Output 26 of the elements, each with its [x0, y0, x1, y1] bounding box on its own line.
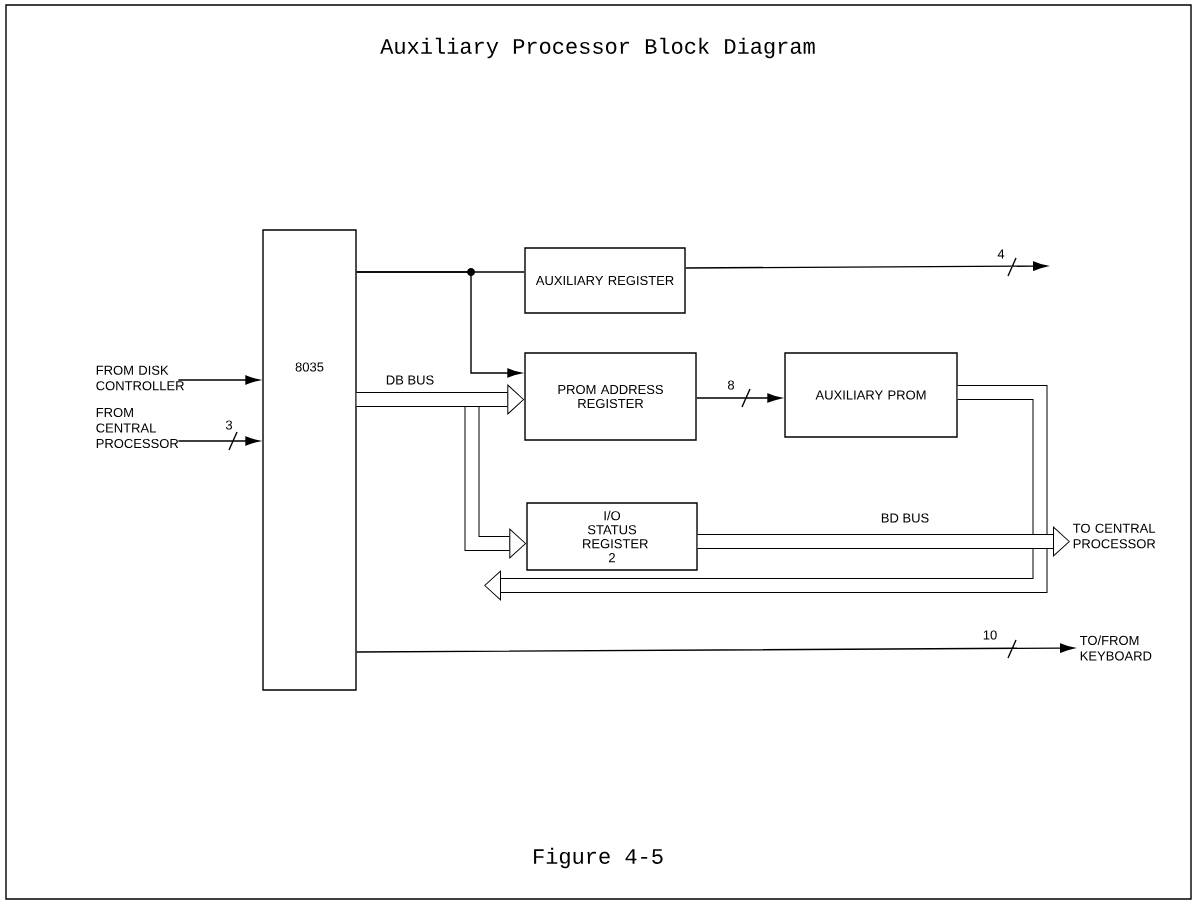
block-box: AUXILIARY PROM: [784, 352, 958, 438]
arrow: [685, 257, 1048, 277]
bus-arrow: [697, 526, 1070, 557]
bus-arrow: [484, 385, 1048, 601]
edge-label: 10: [981, 629, 999, 641]
io-label: TO/FROM KEYBOARD: [1080, 635, 1152, 661]
arrow: [696, 388, 782, 408]
bus-arrow: [356, 384, 525, 415]
arrow: [177, 375, 260, 385]
arrow: [356, 639, 1075, 659]
chip-box: 8035: [262, 229, 357, 691]
edge-label: 8: [726, 379, 736, 391]
io-label: FROM CENTRAL PROCESSOR: [96, 407, 179, 449]
block-box: PROM ADDRESS REGISTER: [524, 352, 697, 441]
block-box: AUXILIARY REGISTER: [524, 247, 686, 314]
edge-label: DB BUS: [384, 374, 436, 386]
caption: Figure 4-5: [534, 847, 663, 869]
arrow: [177, 431, 260, 451]
edge-label: BD BUS: [879, 512, 931, 524]
edge-label: 3: [224, 419, 234, 431]
io-label: FROM DISK CONTROLLER: [96, 365, 184, 391]
block-box: I/O STATUS REGISTER 2: [526, 502, 698, 571]
io-label: TO CENTRAL PROCESSOR: [1073, 523, 1156, 549]
edge-label: 4: [996, 248, 1006, 260]
title: Auxiliary Processor Block Diagram: [380, 37, 815, 59]
arrow: [356, 271, 522, 378]
